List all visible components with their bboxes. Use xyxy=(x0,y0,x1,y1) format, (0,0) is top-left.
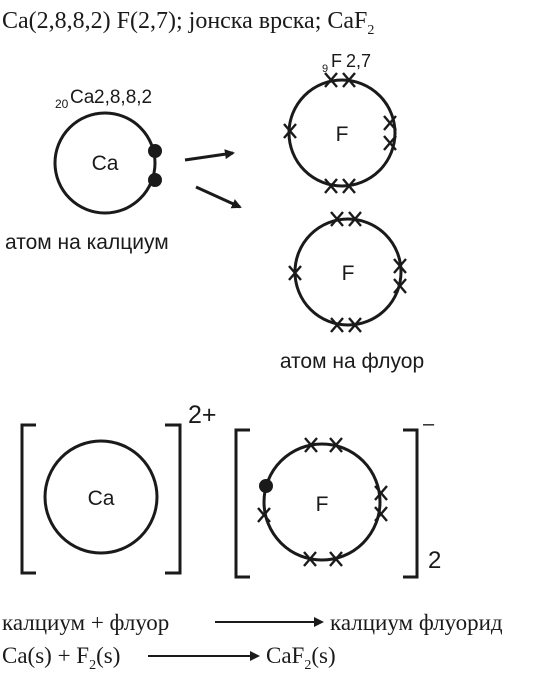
fluorine-atom-1: 9 F 2,7 F xyxy=(283,51,397,194)
transfer-arrow-2 xyxy=(195,185,242,209)
fluoride-ion-count: 2 xyxy=(428,547,441,574)
calcium-ion-charge: 2+ xyxy=(188,401,217,429)
calcium-valence-electron-1 xyxy=(148,144,162,158)
word-equation-reactants: калциум + флуор xyxy=(2,610,169,635)
calcium-outer-shell xyxy=(53,111,157,215)
fluoride-ion-left-bracket xyxy=(234,428,250,579)
fluoride-ion-label: F xyxy=(316,493,329,516)
fluoride-ion-charge: – xyxy=(423,413,435,435)
fluorine-symbol: F xyxy=(331,51,342,71)
fluorine-caption: атом на флуор xyxy=(280,350,424,373)
fluorine-2-electrons xyxy=(288,211,407,333)
fluoride-ion-shell xyxy=(262,442,382,562)
fluorine-1-electrons xyxy=(283,72,397,194)
calcium-caption: атом на калциум xyxy=(5,231,169,254)
transferred-electron xyxy=(259,479,273,493)
calcium-ion-label: Ca xyxy=(88,487,115,510)
fluoride-ion-right-bracket xyxy=(403,428,419,579)
calcium-ion-left-bracket xyxy=(20,423,36,575)
fluorine-atomic-number: 9 xyxy=(322,63,328,75)
calcium-symbol: Ca xyxy=(70,87,95,108)
word-equation-product: калциум флуорид xyxy=(330,610,503,635)
symbol-equation-reactants: Ca(s) + F2(s) xyxy=(2,643,120,673)
calcium-valence-electron-2 xyxy=(148,173,162,187)
calcium-nucleus-label: Ca xyxy=(92,152,119,175)
calcium-ion-shell xyxy=(43,439,159,555)
fluorine-2-nucleus-label: F xyxy=(342,262,355,285)
fluoride-ion: F – 2 xyxy=(234,413,441,579)
calcium-ion-right-bracket xyxy=(165,423,182,575)
fluorine-1-nucleus-label: F xyxy=(336,123,349,146)
word-equation: калциум + флуор калциум флуорид xyxy=(2,610,503,635)
calcium-atom: 20 Ca 2,8,8,2 Ca атом на калциум xyxy=(5,87,169,254)
fluorine-config: 2,7 xyxy=(346,51,371,71)
header-formula: Ca(2,8,8,2) F(2,7); јонска врска; CaF2 xyxy=(2,8,374,38)
calcium-config: 2,8,8,2 xyxy=(94,87,152,108)
symbol-equation-product: CaF2(s) xyxy=(266,643,336,673)
fluoride-ion-electrons xyxy=(257,437,388,567)
calcium-ion: Ca 2+ xyxy=(20,401,217,575)
transfer-arrow-1 xyxy=(184,149,235,162)
calcium-atomic-number: 20 xyxy=(55,97,69,111)
symbol-equation: Ca(s) + F2(s) CaF2(s) xyxy=(2,643,336,673)
fluorine-atom-2: F атом на флуор xyxy=(280,211,424,373)
